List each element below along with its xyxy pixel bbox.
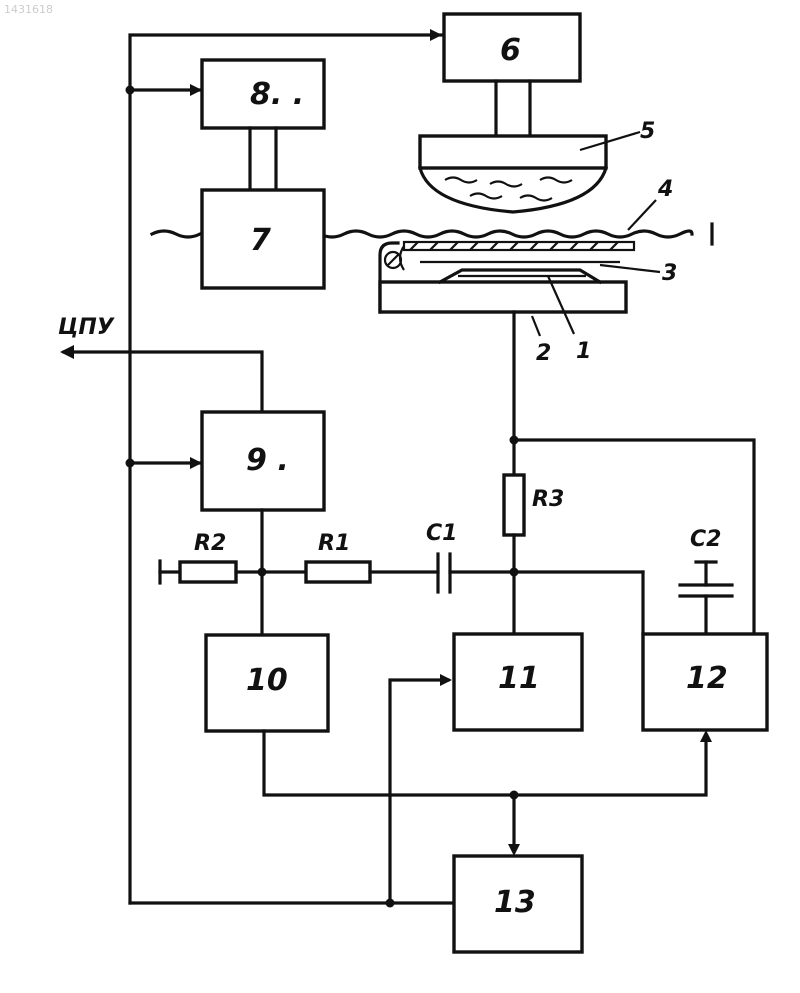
bath-5: 5 <box>420 119 655 212</box>
block-11-label: 11 <box>498 661 540 696</box>
block-13-label: 13 <box>494 885 536 920</box>
label-r2: R2 <box>194 531 226 556</box>
label-c1: C1 <box>426 521 457 546</box>
label-1: 1 <box>576 339 591 364</box>
block-12-label: 12 <box>686 661 728 696</box>
label-3: 3 <box>662 261 677 286</box>
block-10: 10 <box>206 635 328 731</box>
block-8: 8. . <box>202 60 324 128</box>
block-7-label: 7 <box>250 223 271 258</box>
block-9-label: 9 . <box>246 443 289 478</box>
block-6-label: 6 <box>500 33 521 68</box>
block-13: 13 <box>454 856 582 952</box>
resistor-network: R2 R1 C1 <box>160 510 643 635</box>
link-13-11 <box>390 674 452 903</box>
sample-holder: 3 2 1 <box>380 242 677 366</box>
shaft-6-5 <box>496 81 530 136</box>
block-8-label: 8. . <box>250 77 304 112</box>
output-cpu: ЦПУ <box>58 315 262 412</box>
label-4: 4 <box>657 177 673 202</box>
label-2: 2 <box>536 341 551 366</box>
block-11: 11 <box>454 634 582 730</box>
block-12: 12 <box>643 634 767 730</box>
label-r3: R3 <box>532 487 564 512</box>
block-6: 6 <box>444 14 580 81</box>
block-7: 7 <box>202 190 324 288</box>
capacitor-c2: C2 <box>680 527 732 634</box>
corner-mark: 1431618 <box>4 3 53 16</box>
shaft-8-7 <box>250 128 276 190</box>
label-r1: R1 <box>318 531 350 556</box>
output-label: ЦПУ <box>58 315 115 340</box>
label-c2: C2 <box>690 527 721 552</box>
block-9: 9 . <box>202 412 324 510</box>
block-10-label: 10 <box>246 663 288 698</box>
label-5: 5 <box>640 119 655 144</box>
bottom-bus <box>264 730 712 856</box>
